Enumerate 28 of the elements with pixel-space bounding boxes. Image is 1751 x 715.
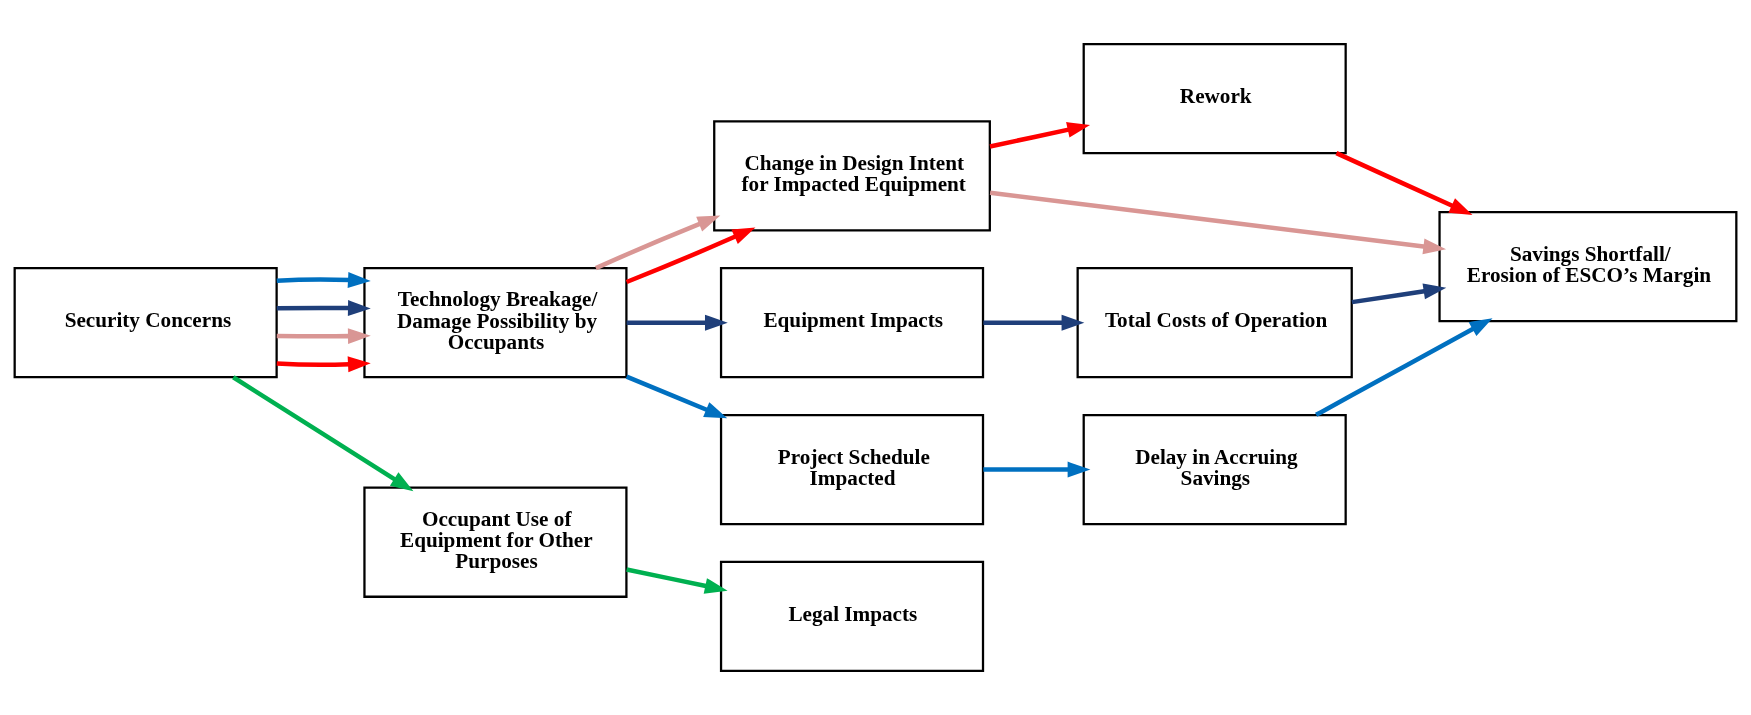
arrow <box>276 300 371 317</box>
arrow <box>989 190 1447 255</box>
arrow <box>1351 283 1447 305</box>
arrow <box>626 567 728 594</box>
arrow <box>594 215 721 271</box>
arrow <box>276 272 371 288</box>
arrow <box>983 314 1085 331</box>
arrow <box>626 314 728 331</box>
node-box: Occupant Use of Equipment for Other Purposes <box>363 486 628 598</box>
arrow <box>276 328 371 345</box>
arrow <box>625 374 728 419</box>
arrow <box>232 375 414 492</box>
node-box: Change in Design Intent for Impacted Equipment <box>713 120 991 232</box>
node-box: Project Schedule Impacted <box>719 413 985 526</box>
node-box: Savings Shortfall/ Erosion of ESCO’s Margin <box>1438 211 1738 323</box>
arrow <box>625 227 756 285</box>
node-box: Technology Breakage/ Damage Possibility by Occupants <box>363 267 628 379</box>
node-box: Total Costs of Operation <box>1076 267 1353 379</box>
arrow <box>983 461 1091 478</box>
arrow <box>1335 151 1473 215</box>
arrow <box>989 122 1091 149</box>
node-box: Delay in Accruing Savings <box>1082 413 1347 526</box>
node-box: Legal Impacts <box>719 560 985 673</box>
arrow <box>276 356 371 373</box>
node-box: Rework <box>1082 42 1347 155</box>
arrow <box>1315 318 1493 417</box>
node-box: Security Concerns <box>13 267 278 379</box>
node-box: Equipment Impacts <box>719 267 985 379</box>
